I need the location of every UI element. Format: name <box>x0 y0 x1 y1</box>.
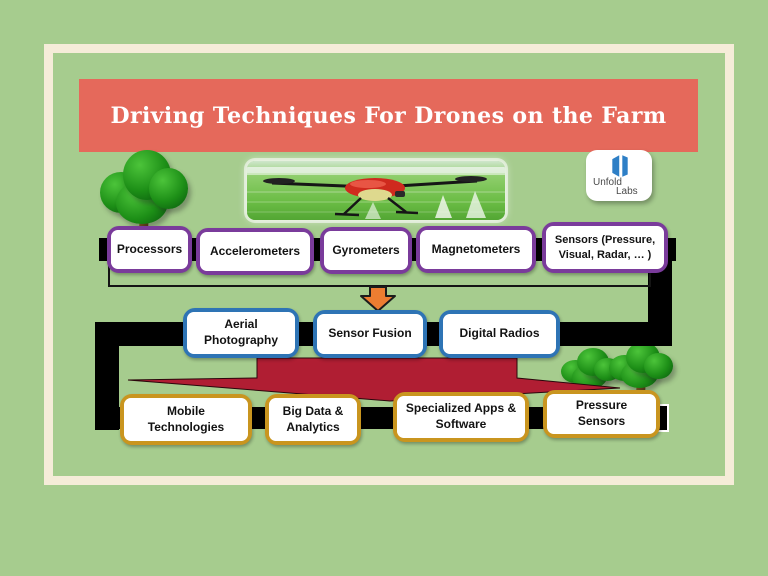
tree-icon <box>98 150 190 241</box>
node-aerial-photography: Aerial Photography <box>183 308 299 358</box>
node-magnetometers: Magnetometers <box>416 226 536 273</box>
node-mobile-technologies: Mobile Technologies <box>120 394 252 445</box>
orange-down-arrow-icon <box>360 286 396 312</box>
title-banner: Driving Techniques For Drones on the Far… <box>79 79 698 152</box>
node-sensors: Sensors (Pressure, Visual, Radar, … ) <box>542 222 668 273</box>
decorative-frame <box>44 44 734 485</box>
node-big-data-analytics: Big Data & Analytics <box>265 394 361 445</box>
node-digital-radios: Digital Radios <box>439 310 560 358</box>
page-title: Driving Techniques For Drones on the Far… <box>110 102 667 129</box>
logo-text-unfold: Unfold <box>593 177 622 188</box>
node-specialized-apps-software: Specialized Apps & Software <box>393 392 529 442</box>
tree-icon <box>608 342 674 399</box>
node-processors: Processors <box>107 226 192 273</box>
unfoldlabs-logo: Unfold Labs <box>586 150 652 201</box>
node-gyrometers: Gyrometers <box>320 227 412 274</box>
logo-text-labs: Labs <box>616 186 638 197</box>
drone-illustration <box>247 161 505 220</box>
node-pressure-sensors: Pressure Sensors <box>543 390 660 438</box>
node-accelerometers: Accelerometers <box>196 228 314 275</box>
unfold-book-icon <box>612 155 628 177</box>
node-sensor-fusion: Sensor Fusion <box>313 310 427 358</box>
drone-photo <box>247 161 505 220</box>
